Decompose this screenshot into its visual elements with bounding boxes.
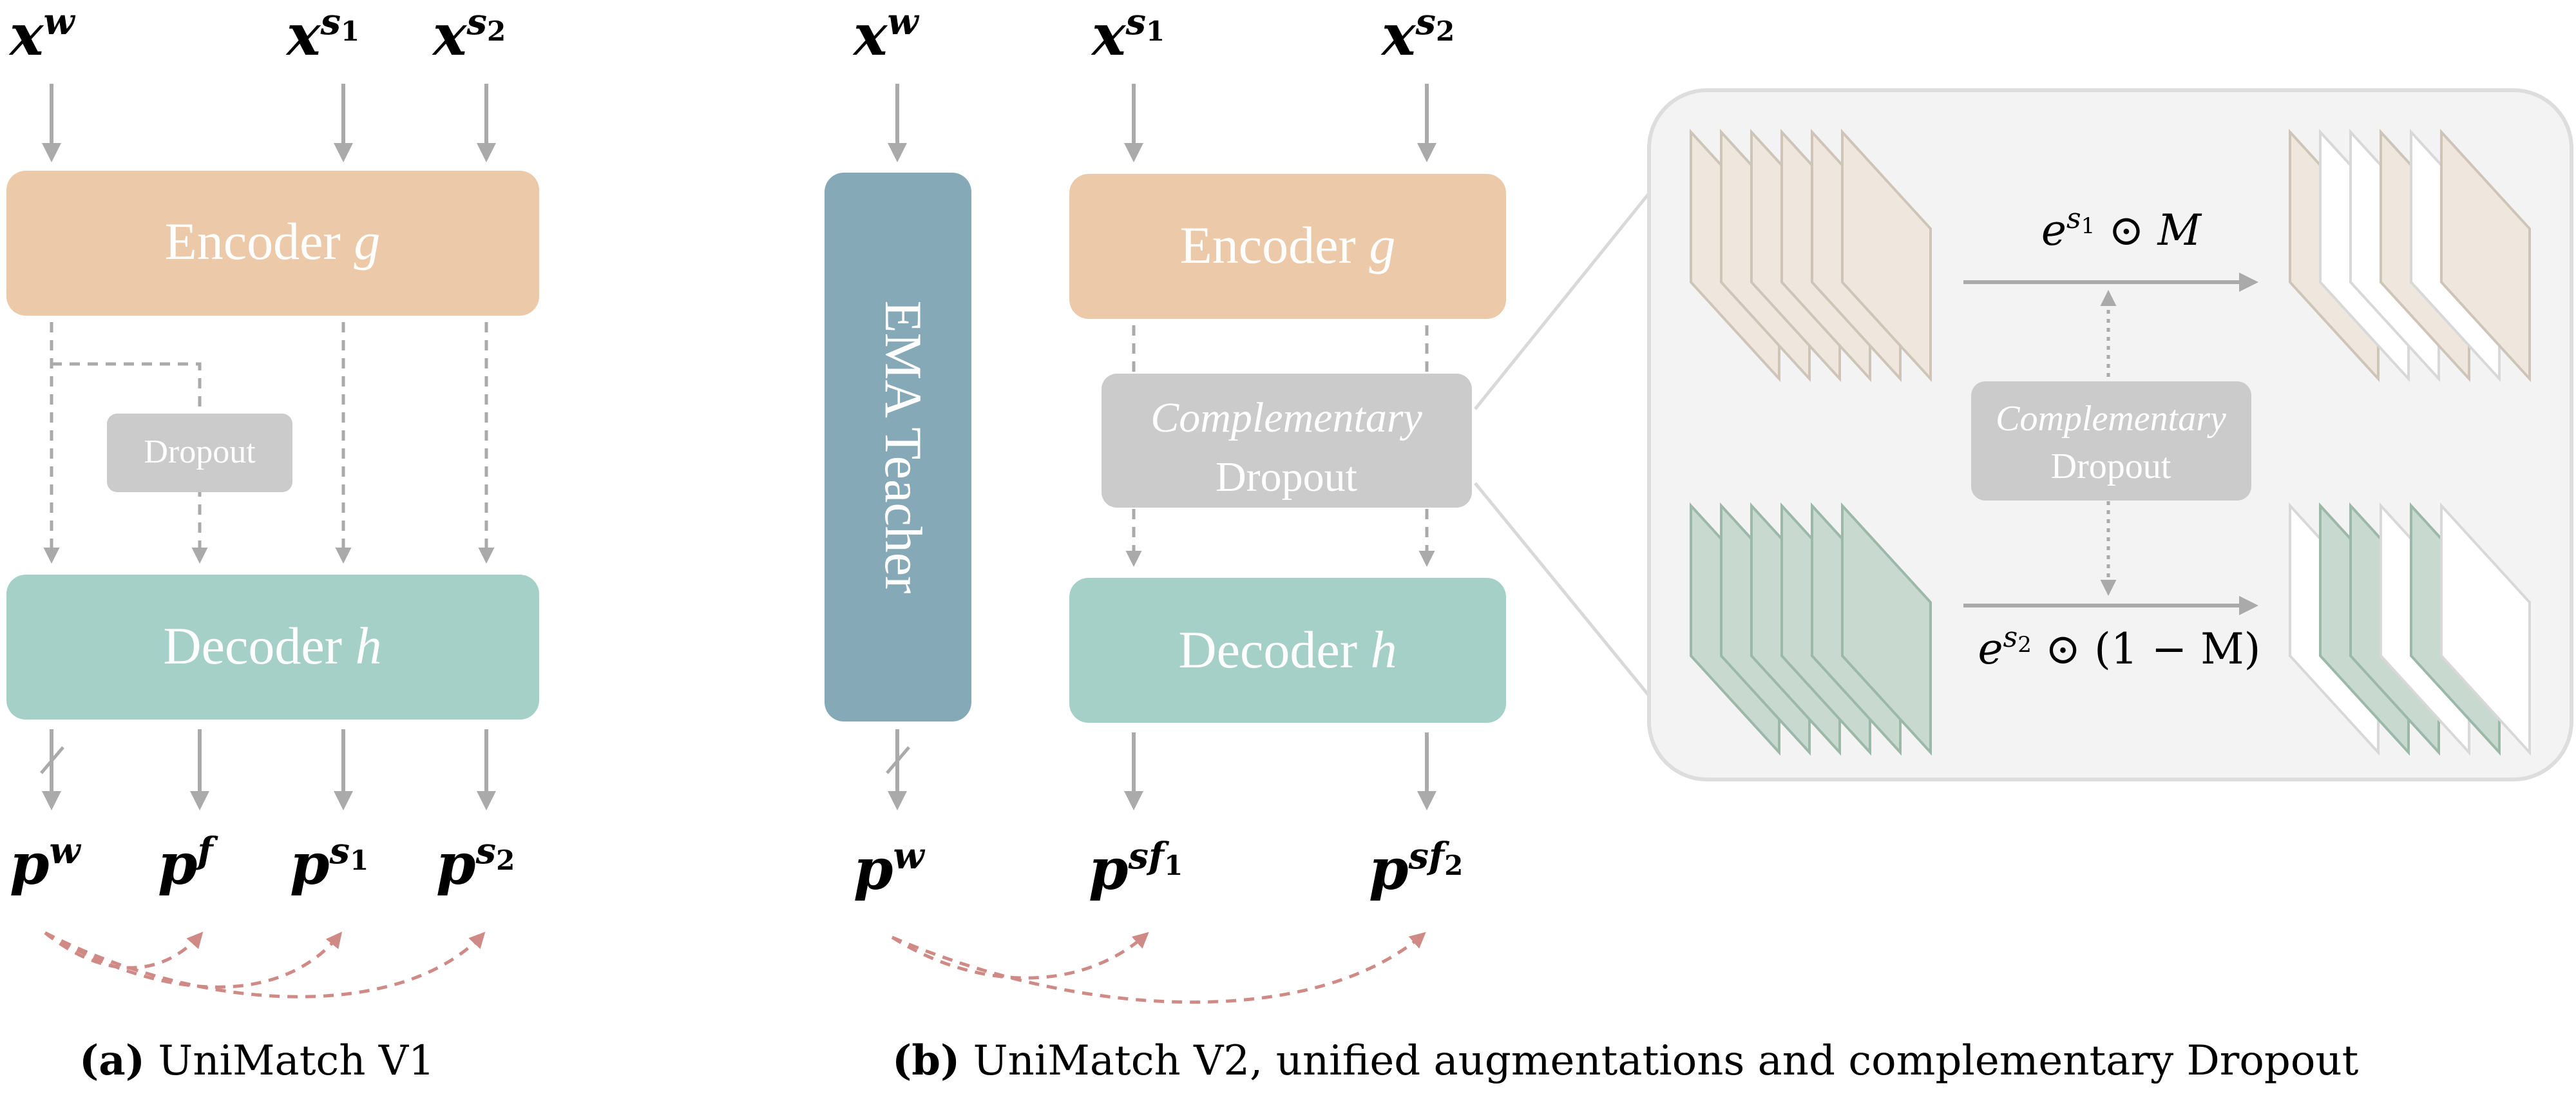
panel-v1: xw xs1 xs2 Encoder g Dropout Decoder h [6, 1, 539, 1085]
v2-caption: (b) UniMatch V2, unified augmentations a… [892, 1037, 2359, 1085]
v2-comp-dropout-line2: Dropout [1216, 454, 1357, 501]
v2-decoder-label: Decoder h [1178, 620, 1397, 679]
v2-comp-dropout-line1: Complementary [1150, 394, 1422, 441]
v1-decoder-label: Decoder h [163, 616, 381, 675]
v2-input-xw: xw [852, 1, 919, 68]
v1-dropout-box [107, 414, 292, 492]
v1-decoder-box [6, 575, 539, 720]
zoom-connector-bottom [1474, 482, 1650, 697]
feature-stack-bottom-input [1690, 502, 1932, 756]
v1-input-xs1: xs1 [285, 1, 359, 68]
zoom-panel: es1 ⊙ M es2 ⊙ (1 − M) Complementary Drop… [1474, 88, 2573, 781]
v1-input-arrows [42, 84, 496, 162]
v2-output-pw: pw [854, 835, 926, 903]
v2-encoder-box [1069, 174, 1506, 319]
v2-output-psf1: psf1 [1089, 835, 1183, 903]
v2-decoder-box [1069, 578, 1506, 723]
v1-input-xw: xw [8, 1, 75, 68]
v1-caption: (a) UniMatch V1 [79, 1037, 435, 1085]
feature-stack-top-output [2289, 128, 2531, 383]
v1-input-xs2: xs2 [432, 1, 506, 68]
zoom-comp-dropout-line1: Complementary [1996, 399, 2226, 439]
v2-input-xs2: xs2 [1380, 1, 1455, 68]
v2-ema-teacher-box [825, 173, 971, 722]
v1-dropout-label: Dropout [144, 434, 256, 470]
v1-encoder-label: Encoder g [165, 212, 381, 271]
v1-feature-dashes [43, 322, 495, 564]
v2-input-arrows [888, 84, 1436, 162]
v2-output-psf2: psf2 [1369, 835, 1463, 903]
zoom-comp-dropout-line2: Dropout [2051, 446, 2171, 486]
v2-stop-gradient-mark [886, 746, 910, 774]
v1-stop-gradient-mark [40, 746, 64, 774]
v2-output-arrows [888, 729, 1436, 810]
v1-pairing-arrows [44, 931, 486, 999]
v1-output-arrows [42, 729, 496, 810]
v2-comp-dropout-box [1102, 374, 1472, 508]
v2-input-xs1: xs1 [1091, 1, 1165, 68]
zoom-formula-bottom: es2 ⊙ (1 − M) [1978, 621, 2261, 674]
panel-v2: xw xs1 xs2 EMA Teacher Encoder g Complem… [825, 1, 2359, 1085]
zoom-connector-top [1474, 192, 1650, 410]
v2-feature-dashes [1125, 325, 1435, 567]
feature-stack-bottom-output [2289, 502, 2531, 756]
v1-output-pf: pf [158, 830, 219, 897]
v1-output-ps2: ps2 [436, 830, 515, 897]
feature-stack-top-input [1690, 128, 1932, 383]
v1-encoder-box [6, 171, 539, 316]
v2-pairing-arrows [891, 932, 1426, 1004]
v1-output-pw: pw [10, 830, 82, 897]
v2-ema-teacher-label: EMA Teacher [874, 301, 933, 594]
v2-encoder-label: Encoder g [1180, 216, 1396, 274]
v1-output-ps1: ps1 [290, 830, 368, 897]
zoom-formula-top: es1 ⊙ M [2041, 202, 2202, 255]
zoom-comp-dropout-box [1971, 381, 2251, 501]
